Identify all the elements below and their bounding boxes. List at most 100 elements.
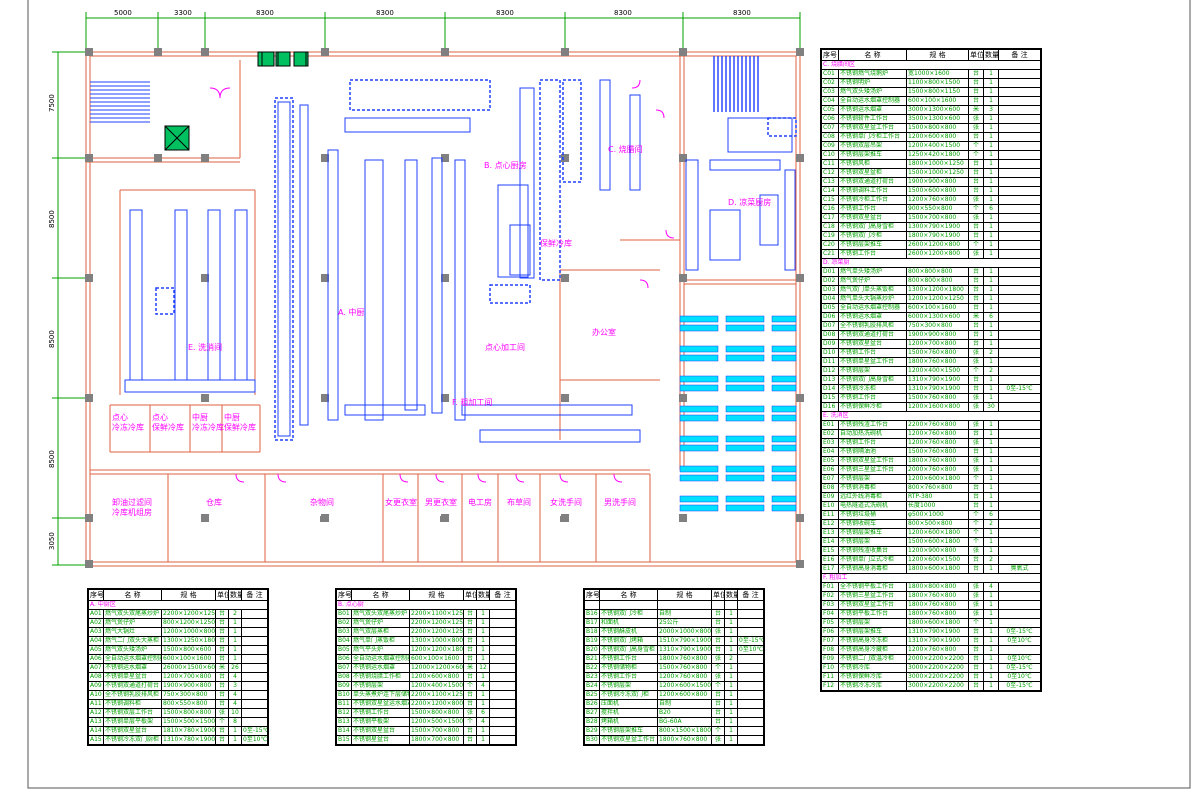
table-cell: C01 xyxy=(821,69,839,79)
col-no: 序号 xyxy=(336,589,352,601)
table-cell: 1200×760×800 xyxy=(906,195,969,205)
table-cell: BG-60A xyxy=(657,717,712,727)
table-cell: 1 xyxy=(983,132,999,142)
table-cell xyxy=(241,708,268,718)
table-cell: 1 xyxy=(983,501,999,511)
table-cell: D08 xyxy=(821,330,839,340)
table-cell: 900×550×800 xyxy=(906,204,969,214)
table-cell: 1 xyxy=(983,321,999,331)
table-cell: 台 xyxy=(968,186,984,196)
table-cell: 台 xyxy=(968,564,984,574)
table-cell: C21 xyxy=(821,249,839,259)
table-cell: 2000×1000×800 xyxy=(657,627,712,637)
table-cell: F05 xyxy=(821,618,839,628)
table-cell: E14 xyxy=(821,537,839,547)
table-cell: 2 xyxy=(228,609,242,619)
gas-cylinder-3 xyxy=(293,51,307,67)
table-cell: 台 xyxy=(968,429,984,439)
table-cell xyxy=(998,249,1041,259)
table-cell: C12 xyxy=(821,168,839,178)
table-cell xyxy=(998,114,1041,124)
table-cell: 8 xyxy=(228,717,242,727)
table-cell: 全自动运水烟罩控制器 xyxy=(351,654,410,664)
table-cell: 不锈钢双门高身雪柜 xyxy=(838,222,907,232)
table-cell: A03 xyxy=(88,627,104,637)
table-cell: C15 xyxy=(821,195,839,205)
table-cell: B08 xyxy=(336,672,352,682)
table-cell: 1500×760×800 xyxy=(657,663,712,673)
table-cell: B23 xyxy=(584,672,600,682)
table-cell: B17 xyxy=(584,618,600,628)
table-cell: 自制 xyxy=(657,609,712,619)
table-cell: 1500×800×800 xyxy=(906,123,969,133)
table-cell: 台 xyxy=(215,672,229,682)
table-cell: 1300×1000×800 xyxy=(409,636,464,646)
table-cell: 张 xyxy=(968,213,984,223)
col-unit: 单位 xyxy=(711,589,725,601)
table-cell: 1 xyxy=(983,78,999,88)
table-cell: 台 xyxy=(463,690,477,700)
table-cell: 1 xyxy=(476,654,490,664)
table-cell: 个 xyxy=(463,717,477,727)
table-cell: 不锈钢冷冻冷库 xyxy=(838,681,907,691)
table-cell: 不锈钢高身消毒柜 xyxy=(838,564,907,574)
table-cell: 单头蒸煮炉连下层储物柜 xyxy=(351,690,410,700)
table-cell: 不锈钢工作台 xyxy=(838,348,907,358)
table-cell: 燃气煲仔炉 xyxy=(838,276,907,286)
table-cell: 1200×600×1500 xyxy=(906,555,969,565)
table-cell: B14 xyxy=(336,726,352,736)
table-cell: 2 xyxy=(724,654,738,664)
table-cell: 不锈钢单门冷柜工作台 xyxy=(838,132,907,142)
dim-left-0: 7500 xyxy=(48,94,56,112)
table-cell xyxy=(998,393,1041,403)
table-cell xyxy=(489,708,516,718)
table-cell xyxy=(998,510,1041,520)
table-cell: 不锈钢平板工作台 xyxy=(838,609,907,619)
table-cell: 张 xyxy=(968,438,984,448)
table-cell xyxy=(489,636,516,646)
table-cell: B13 xyxy=(336,717,352,727)
table-cell: 1200×600×1500 xyxy=(657,681,712,691)
table-cell: 米 xyxy=(215,663,229,673)
table-cell: B21 xyxy=(584,654,600,664)
table-cell: 1200×600×1800 xyxy=(906,528,969,538)
table-cell: 台 xyxy=(968,672,984,682)
table-cell: 1200×760×800 xyxy=(906,438,969,448)
table-cell xyxy=(241,672,268,682)
table-cell: 26000×1500×600 xyxy=(161,663,216,673)
table-cell: 台 xyxy=(463,726,477,736)
table-cell: 2600×1200×800 xyxy=(906,249,969,259)
table-cell: 1310×790×1900 xyxy=(906,636,969,646)
table-cell: 个 xyxy=(463,681,477,691)
table-cell: 2000×2200×2200 xyxy=(906,654,969,664)
table-cell: F03 xyxy=(821,600,839,610)
table-cell: 1 xyxy=(983,276,999,286)
table-cell: 燃气煲仔炉 xyxy=(351,618,410,628)
table-section-label: B. 点心厨 xyxy=(336,600,516,610)
table-cell: 0至10℃ xyxy=(998,654,1041,664)
table-cell: 1300×1250×1800 xyxy=(161,636,216,646)
table-cell: 1100×800×1500 xyxy=(906,78,969,88)
table-cell: D04 xyxy=(821,294,839,304)
table-cell: 1800×760×800 xyxy=(657,735,712,745)
table-cell: 1 xyxy=(983,249,999,259)
table-cell: E16 xyxy=(821,555,839,565)
table-cell: 1 xyxy=(724,699,738,709)
label-men-change: 男更衣室 xyxy=(425,497,457,507)
table-cell: 1 xyxy=(724,717,738,727)
table-cell: 600×100×1600 xyxy=(906,96,969,106)
table-cell: C19 xyxy=(821,231,839,241)
